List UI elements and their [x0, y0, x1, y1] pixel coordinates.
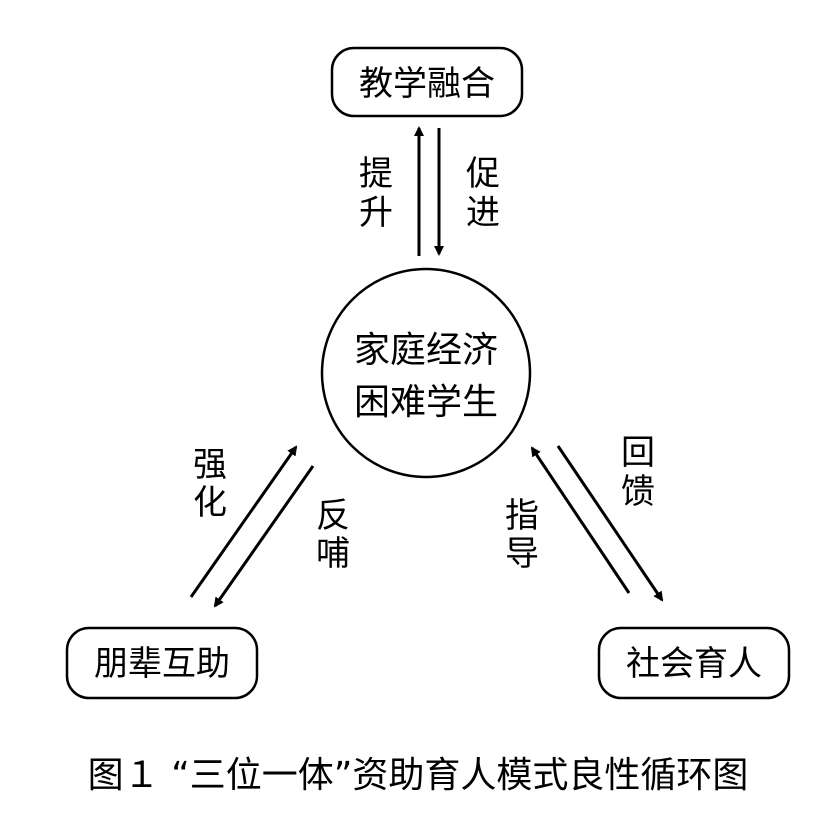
svg-text:哺: 哺 [316, 534, 350, 574]
figure-caption: 图１ “三位一体”资助育人模式良性循环图 [88, 755, 749, 796]
svg-text:化: 化 [193, 483, 227, 523]
node-teaching-integration: 教学融合 [330, 46, 524, 118]
edge-label-strengthen: 强 化 [193, 445, 227, 523]
center-label-line2: 困难学生 [354, 382, 498, 423]
arrow-center-to-left [213, 465, 315, 608]
arrow-left-to-center [189, 445, 298, 598]
svg-text:提: 提 [359, 154, 393, 194]
node-social-education: 社会育人 [597, 626, 791, 700]
edge-label-nurture-back: 反 哺 [316, 496, 350, 574]
arrow-right-to-center [530, 446, 631, 594]
edge-label-feedback: 回 馈 [621, 433, 655, 512]
node-peer-mutual-aid-label: 朋辈互助 [94, 644, 230, 684]
svg-text:导: 导 [505, 534, 539, 574]
center-label-line1: 家庭经济 [354, 330, 498, 371]
node-peer-mutual-aid: 朋辈互助 [65, 626, 259, 700]
svg-text:反: 反 [316, 496, 350, 536]
svg-text:进: 进 [466, 193, 500, 233]
svg-text:回: 回 [621, 433, 655, 473]
arrow-center-to-right [556, 445, 664, 602]
svg-text:促: 促 [466, 154, 500, 194]
node-teaching-integration-label: 教学融合 [359, 64, 495, 104]
edge-label-facilitate-down: 促 进 [466, 154, 500, 233]
node-social-education-label: 社会育人 [626, 644, 762, 684]
svg-text:指: 指 [505, 496, 539, 536]
svg-text:馈: 馈 [621, 472, 655, 512]
node-financially-disadvantaged-students: 家庭经济 困难学生 [320, 267, 532, 479]
svg-text:强: 强 [193, 445, 227, 485]
svg-text:升: 升 [359, 193, 393, 233]
edge-label-guide: 指 导 [505, 496, 539, 574]
edge-label-promote-up: 提 升 [359, 154, 393, 233]
